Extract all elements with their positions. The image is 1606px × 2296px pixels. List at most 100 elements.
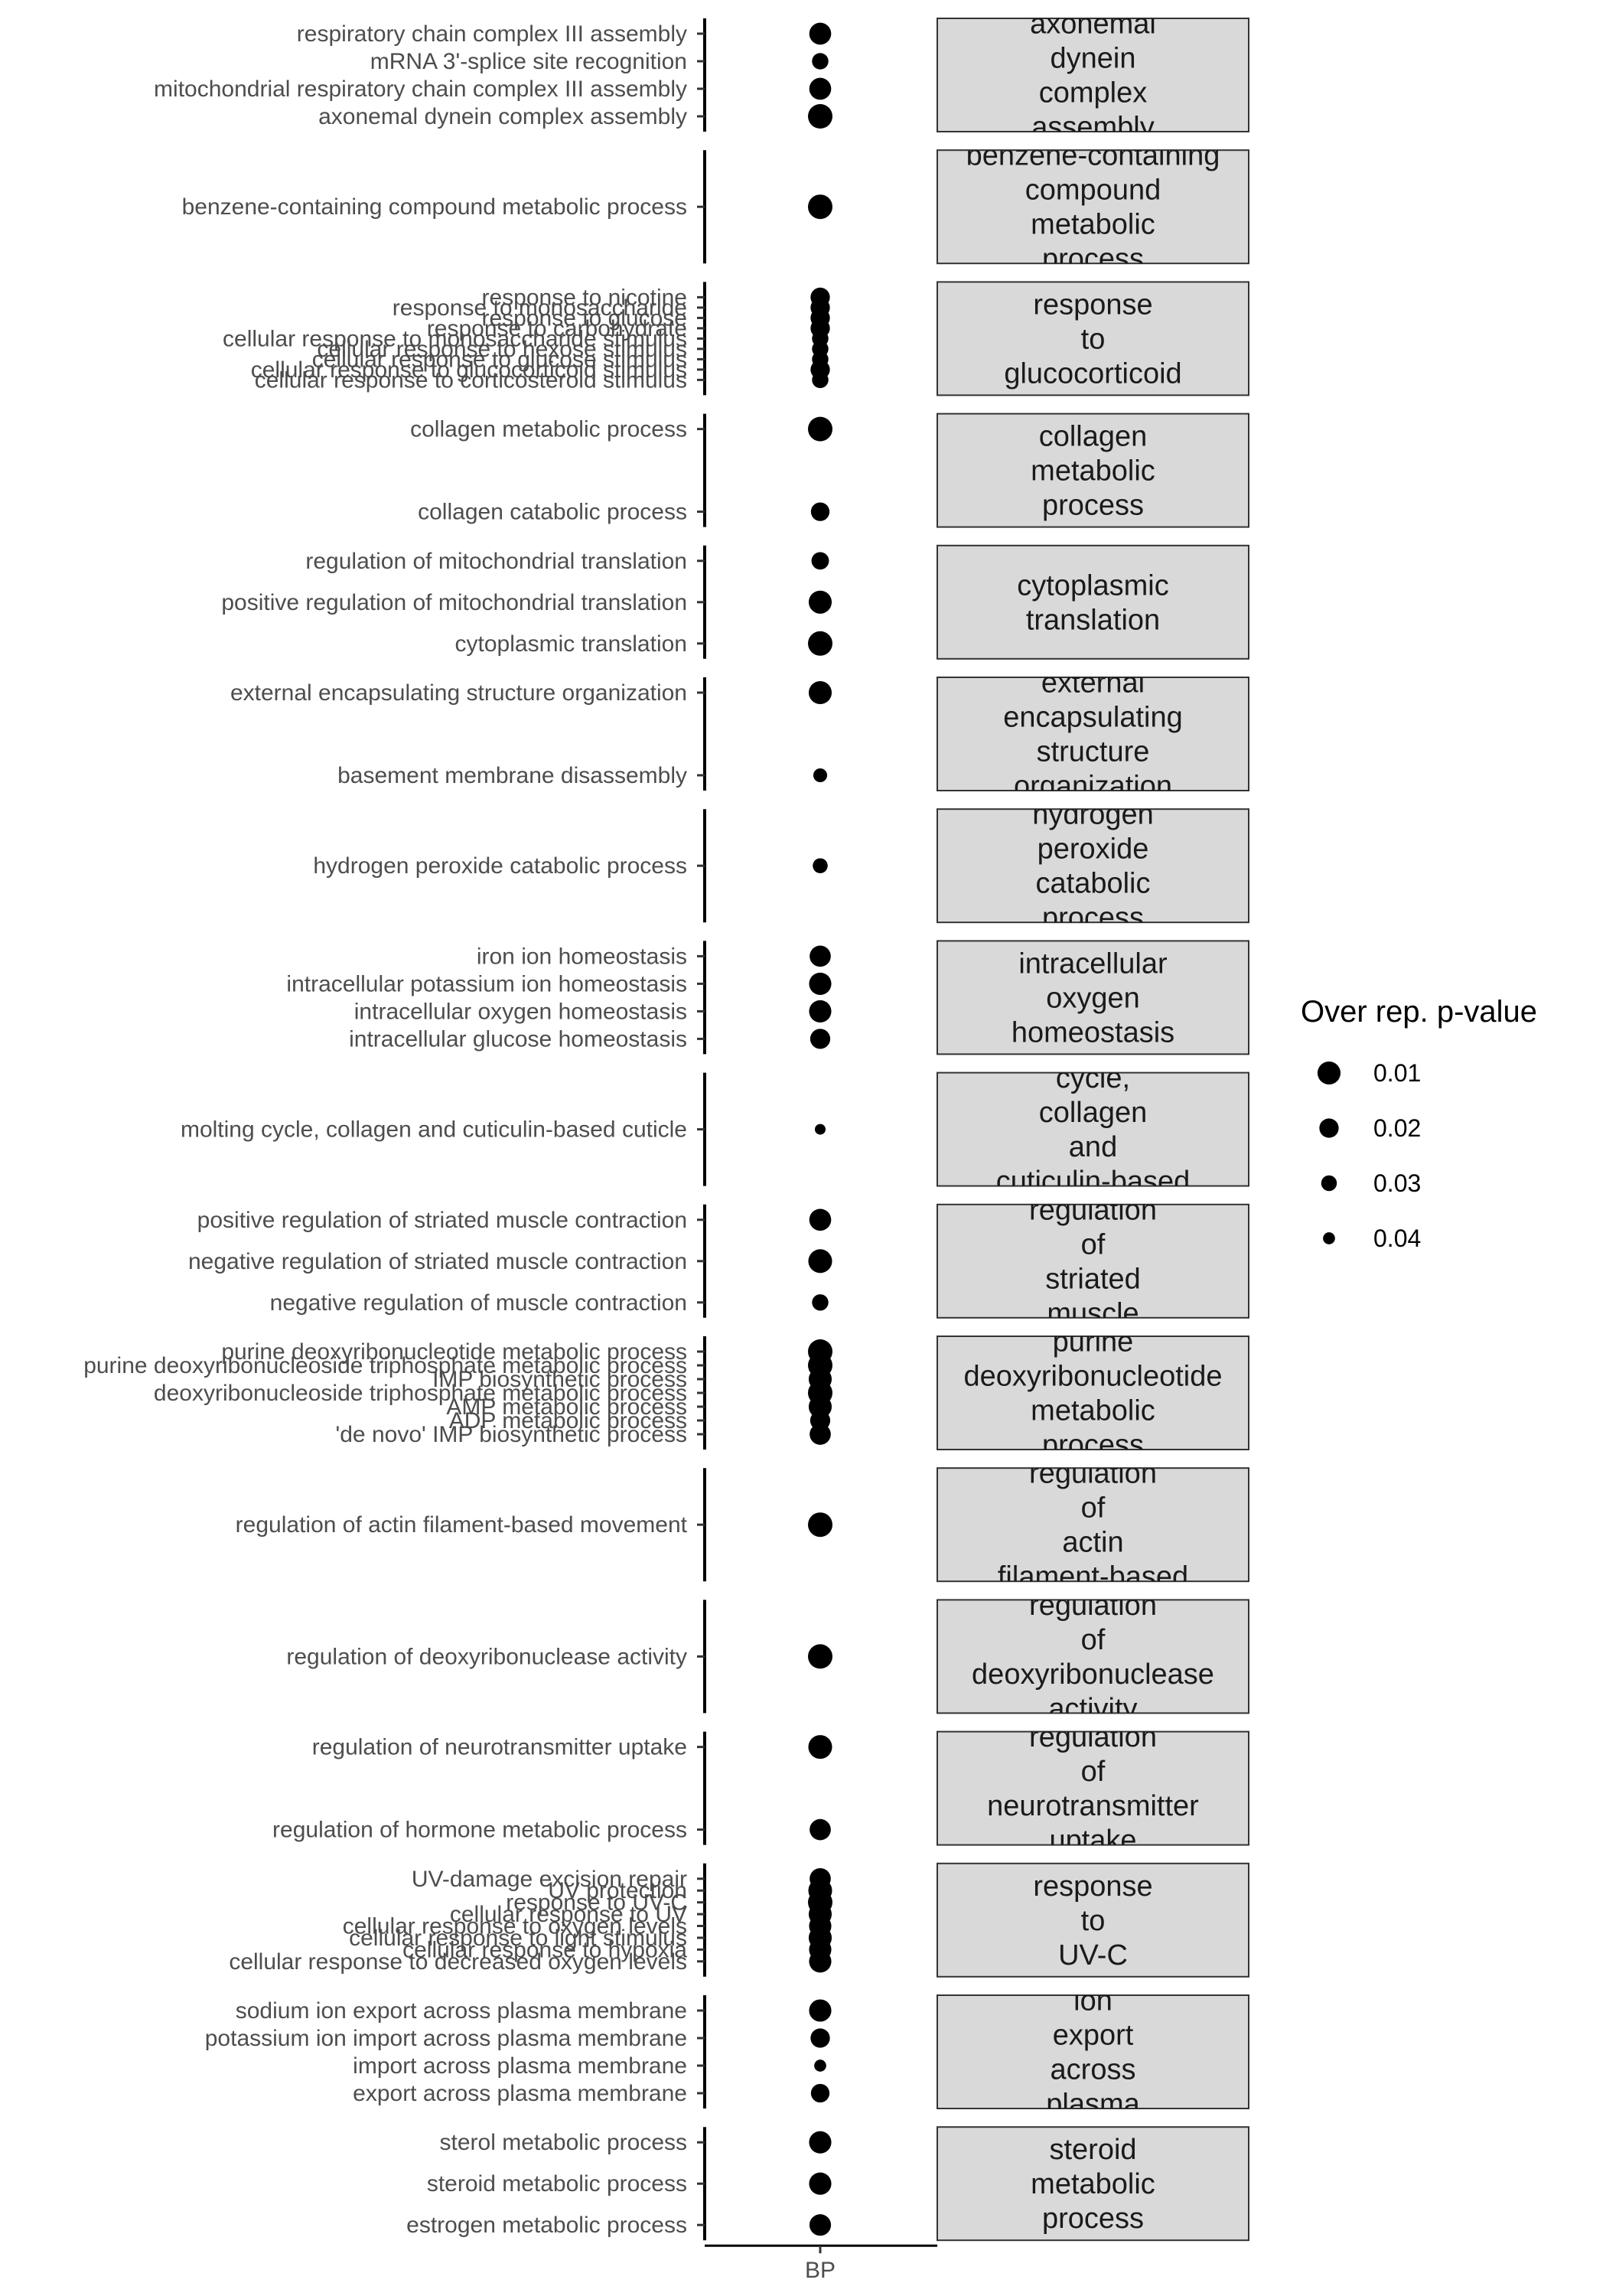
data-point xyxy=(808,1249,832,1274)
data-point xyxy=(808,416,832,442)
data-point xyxy=(809,1000,832,1022)
legend-label: 0.03 xyxy=(1373,1169,1421,1197)
data-point xyxy=(808,1512,832,1538)
data-point xyxy=(813,768,828,783)
facet-strip-label: metabolic xyxy=(1031,209,1155,241)
y-tick-label: UV protection xyxy=(548,1878,687,1903)
legend-key xyxy=(1319,1118,1339,1138)
facet-strip-label: regulation xyxy=(1029,1721,1157,1753)
y-tick-label: regulation of neurotransmitter uptake xyxy=(312,1735,687,1760)
facet-panel: purine deoxyribonucleotide metabolic pro… xyxy=(83,1336,1249,1450)
facet-strip-label: dynein xyxy=(1051,43,1136,75)
y-tick-label: molting cycle, collagen and cuticulin-ba… xyxy=(181,1117,687,1143)
y-tick-label: cellular response to monosaccharide stim… xyxy=(223,326,687,351)
facet-strip-label: axonemal xyxy=(1030,8,1156,41)
facet-strip-label: deoxyribonuclease xyxy=(972,1658,1214,1691)
facet-strip-label: metabolic xyxy=(1031,455,1155,488)
y-tick-label: cellular response to glucose stimulus xyxy=(312,347,687,372)
data-point xyxy=(809,2131,832,2154)
y-tick-label: external encapsulating structure organiz… xyxy=(230,680,687,706)
data-point xyxy=(812,1294,829,1311)
facet-strip-label: regulation xyxy=(1029,1458,1157,1490)
facet-strip xyxy=(937,544,1249,660)
y-tick-label: benzene-containing compound metabolic pr… xyxy=(182,194,687,220)
facet-strip-label: of xyxy=(1081,1492,1106,1525)
facet-strip xyxy=(937,1730,1249,1846)
facet-strip-label: of xyxy=(1081,1756,1106,1788)
facet-panel: regulation of deoxyribonuclease activity… xyxy=(286,1590,1249,1714)
data-point xyxy=(809,2172,832,2195)
data-point xyxy=(809,2214,832,2236)
y-tick-label: axonemal dynein complex assembly xyxy=(318,104,687,129)
facet-strip xyxy=(937,808,1249,924)
y-tick-label: response to UV-C xyxy=(506,1890,687,1916)
data-point xyxy=(810,2028,830,2048)
facet-strip-label: external xyxy=(1041,667,1145,700)
y-tick-label: response to glucose xyxy=(481,305,687,331)
data-point xyxy=(809,77,832,100)
facet-strip-label: process xyxy=(1042,2203,1144,2235)
data-point xyxy=(810,1029,831,1049)
data-point xyxy=(808,104,832,129)
y-tick-label: basement membrane disassembly xyxy=(337,763,687,788)
facet-panel: molting cycle, collagen and cuticulin-ba… xyxy=(181,1062,1249,1187)
y-tick-label: regulation of actin filament-based movem… xyxy=(236,1512,688,1538)
y-tick-label: import across plasma membrane xyxy=(353,2053,687,2079)
facet-strip xyxy=(937,1203,1249,1319)
y-tick-label: UV-damage excision repair xyxy=(412,1867,687,1892)
facet-strip xyxy=(937,149,1249,265)
y-tick-label: iron ion homeostasis xyxy=(477,944,687,969)
facet-strip-label: regulation xyxy=(1029,1590,1157,1622)
facet-strip xyxy=(937,1994,1249,2109)
facet-strip-label: intracellular xyxy=(1018,947,1168,980)
data-point xyxy=(808,1644,832,1669)
y-tick-label: regulation of mitochondrial translation xyxy=(305,549,687,574)
facet-strip-label: plasma xyxy=(1046,2089,1140,2121)
y-tick-label: mRNA 3'-splice site recognition xyxy=(370,49,687,74)
facet-strip xyxy=(937,281,1249,396)
y-tick-label: AMP metabolic process xyxy=(446,1394,687,1420)
facet-panel: external encapsulating structure organiz… xyxy=(230,667,1249,791)
y-tick-label: steroid metabolic process xyxy=(427,2171,687,2197)
y-tick-label: cellular response to light stimulus xyxy=(349,1926,687,1951)
facet-strip-label: complex xyxy=(1039,77,1148,109)
data-point xyxy=(808,590,832,614)
y-tick-label: cellular response to UV xyxy=(450,1902,687,1927)
data-point xyxy=(810,502,830,521)
facet-strip-label: metabolic xyxy=(1031,2168,1155,2200)
facet-strip-label: encapsulating xyxy=(1003,702,1183,734)
y-tick-label: regulation of deoxyribonuclease activity xyxy=(286,1644,687,1669)
legend-key xyxy=(1323,1232,1335,1244)
data-point xyxy=(812,53,829,70)
legend-title: Over rep. p-value xyxy=(1301,995,1537,1029)
y-tick-label: response to carbohydrate xyxy=(427,316,687,341)
y-tick-label: cellular response to corticosteroid stim… xyxy=(255,367,687,393)
facet-strip-label: cycle, xyxy=(1056,1062,1130,1094)
facet-strip-label: striated xyxy=(1045,1263,1141,1295)
facet-strip-label: UV-C xyxy=(1058,1939,1128,1971)
facet-strip-label: hydrogen xyxy=(1032,799,1153,831)
facet-strip-label: metabolic xyxy=(1031,1395,1155,1427)
y-tick-label: sodium ion export across plasma membrane xyxy=(236,1998,687,2024)
facet-panel: regulation of mitochondrial translationp… xyxy=(221,544,1249,660)
y-tick-label: respiratory chain complex III assembly xyxy=(297,21,687,47)
data-point xyxy=(808,680,832,705)
y-tick-label: export across plasma membrane xyxy=(353,2081,687,2106)
facet-strip xyxy=(937,1336,1249,1450)
y-tick-label: cellular response to hypoxia xyxy=(402,1937,687,1962)
y-tick-label: mitochondrial respiratory chain complex … xyxy=(154,77,687,102)
y-tick-label: collagen metabolic process xyxy=(410,417,687,442)
facet-panel: respiratory chain complex III assemblymR… xyxy=(154,8,1249,144)
facet-panel: collagen metabolic process collagen catab… xyxy=(410,413,1249,528)
y-tick-label: collagen catabolic process xyxy=(418,500,687,525)
facet-strip-label: benzene-containing xyxy=(966,140,1220,172)
y-tick-label: 'de novo' IMP biosynthetic process xyxy=(336,1422,687,1447)
facet-strip-label: process xyxy=(1042,243,1144,276)
facet-strip-label: assembly xyxy=(1031,112,1155,144)
facet-strip xyxy=(937,18,1249,132)
facet-strip-label: glucocorticoid xyxy=(1004,357,1181,390)
facet-panel: sodium ion export across plasma membrane… xyxy=(205,1994,1249,2121)
